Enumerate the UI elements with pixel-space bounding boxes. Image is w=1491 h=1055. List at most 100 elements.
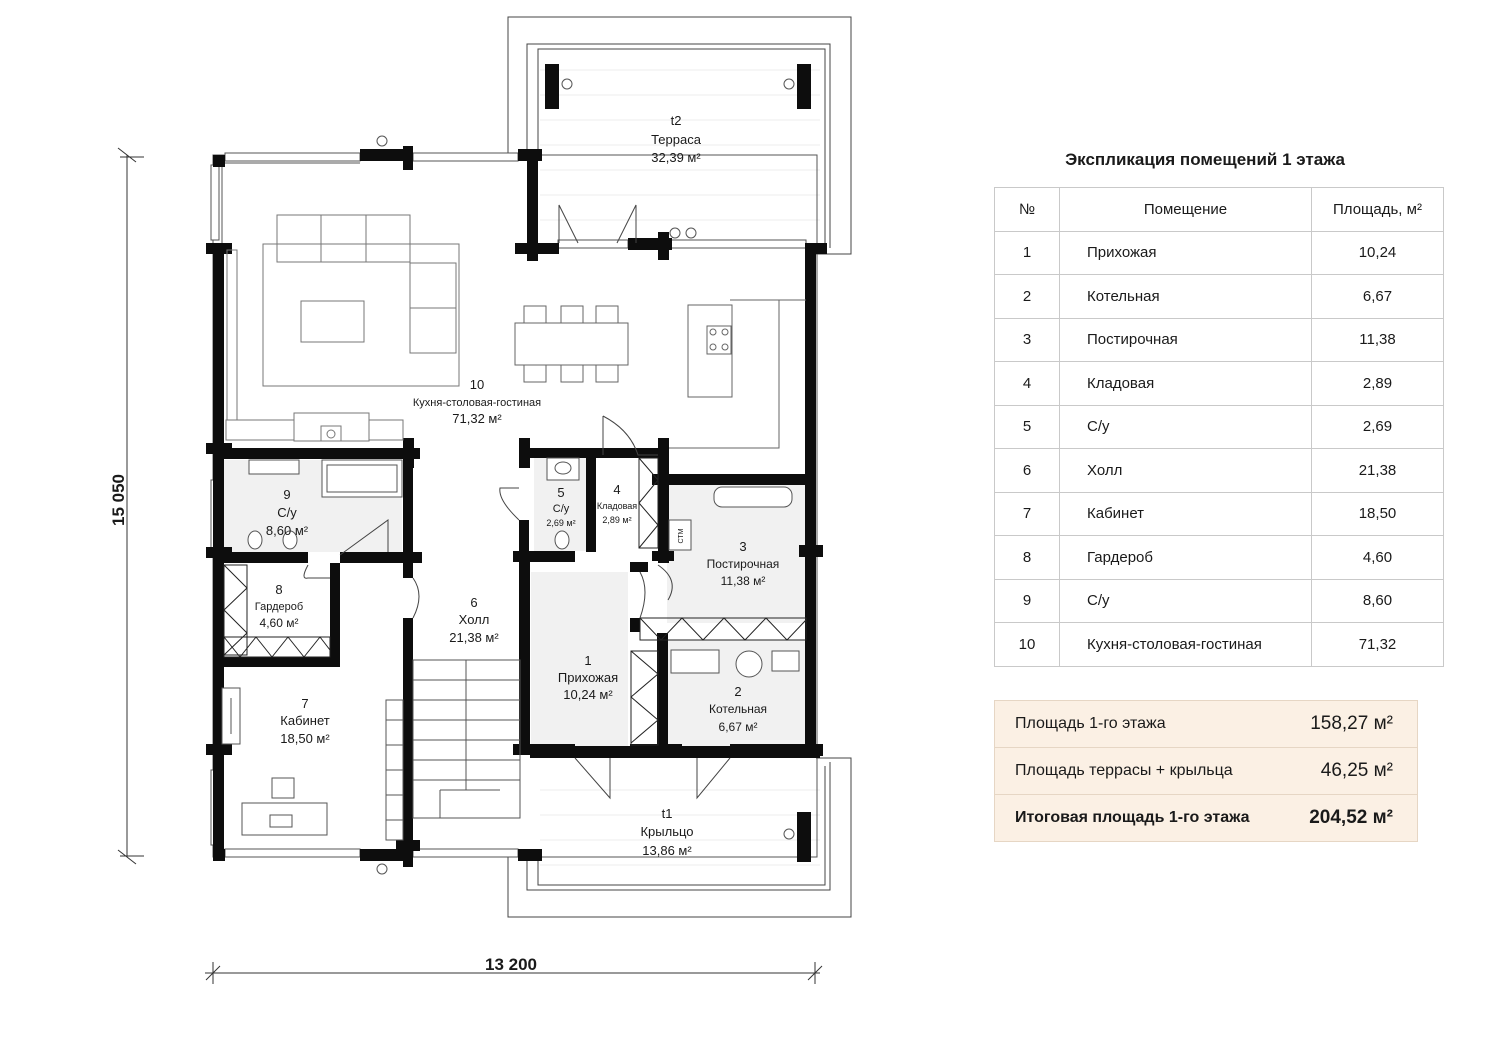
study-furniture (221, 687, 328, 836)
terrace-outline (507, 16, 852, 255)
dining-table (514, 305, 629, 383)
boiler-fixtures (670, 649, 800, 678)
svg-text:71,32 м²: 71,32 м² (452, 411, 502, 426)
total-terrace-porch-area: Площадь террасы + крыльца 46,25 м² (995, 748, 1417, 795)
room-area: 2,69 (1311, 404, 1444, 449)
bathroom-9-fixtures (247, 459, 403, 550)
svg-text:3: 3 (739, 539, 746, 554)
svg-text:6: 6 (470, 595, 477, 610)
room-area: 71,32 (1311, 622, 1444, 667)
stairs (385, 659, 521, 841)
doors (303, 204, 731, 800)
svg-text:2,69 м²: 2,69 м² (546, 518, 575, 528)
room-number: 4 (994, 361, 1060, 406)
outdoor-furniture (376, 64, 811, 875)
room-label-6: 6 Холл 21,38 м² (449, 595, 499, 645)
dimension-width-label: 13 200 (485, 955, 537, 974)
total-label: Площадь 1-го этажа (1015, 715, 1166, 732)
room-label-2: 2 Котельная 6,67 м² (709, 684, 767, 734)
room-area: 8,60 (1311, 578, 1444, 623)
living-furniture (225, 214, 460, 442)
explication-title: Экспликация помещений 1 этажа (1065, 150, 1345, 169)
svg-text:2: 2 (734, 684, 741, 699)
room-number: 1 (994, 230, 1060, 275)
room-name: С/у (1059, 404, 1312, 449)
header-number: № (994, 187, 1060, 232)
room-name: Постирочная (1059, 317, 1312, 362)
floor-plan: 13 200 15 050 t2 Терраса 32,39 м² 10 Кух… (109, 16, 852, 984)
room-name: Прихожая (1059, 230, 1312, 275)
svg-text:Кухня-столовая-гостиная: Кухня-столовая-гостиная (413, 397, 541, 409)
svg-text:Постирочная: Постирочная (707, 557, 780, 571)
svg-text:32,39 м²: 32,39 м² (651, 150, 701, 165)
room-label-7: 7 Кабинет 18,50 м² (280, 696, 330, 746)
room-name: Котельная (1059, 274, 1312, 319)
room-name: Кабинет (1059, 491, 1312, 536)
room-number: 10 (994, 622, 1060, 667)
room-number: 2 (994, 274, 1060, 319)
total-label: Итоговая площадь 1-го этажа (1015, 809, 1250, 826)
svg-text:Кладовая: Кладовая (597, 501, 637, 511)
svg-text:18,50 м²: 18,50 м² (280, 731, 330, 746)
svg-text:С/у: С/у (553, 503, 570, 515)
svg-text:21,38 м²: 21,38 м² (449, 630, 499, 645)
total-label: Площадь террасы + крыльца (1015, 762, 1233, 779)
room-label-t2: t2 Терраса 32,39 м² (651, 113, 702, 165)
room-label-t1: t1 Крыльцо 13,86 м² (640, 806, 693, 858)
room-area: 6,67 (1311, 274, 1444, 319)
total-value: 204,52 м² (1309, 807, 1393, 828)
room-number: 3 (994, 317, 1060, 362)
svg-text:6,67 м²: 6,67 м² (719, 720, 758, 734)
kitchen-counter (669, 299, 806, 449)
room-name: С/у (1059, 578, 1312, 623)
room-area: 2,89 (1311, 361, 1444, 406)
room-number: 8 (994, 535, 1060, 580)
svg-text:7: 7 (301, 696, 308, 711)
svg-text:1: 1 (584, 653, 591, 668)
room-label-5: 5 С/у 2,69 м² (546, 485, 575, 528)
svg-text:Кабинет: Кабинет (280, 713, 329, 728)
svg-text:Терраса: Терраса (651, 132, 702, 147)
laundry-fixtures (668, 486, 793, 551)
room-label-9: 9 С/у 8,60 м² (266, 487, 309, 538)
room-label-3: 3 Постирочная 11,38 м² (707, 539, 780, 588)
room-area: 11,38 (1311, 317, 1444, 362)
svg-text:Гардероб: Гардероб (255, 601, 303, 613)
svg-text:5: 5 (557, 485, 564, 500)
svg-text:4: 4 (613, 482, 620, 497)
svg-text:10,24 м²: 10,24 м² (563, 687, 613, 702)
room-name: Гардероб (1059, 535, 1312, 580)
svg-text:4,60 м²: 4,60 м² (260, 616, 299, 630)
room-label-8: 8 Гардероб 4,60 м² (255, 582, 303, 630)
total-floor-area: Площадь 1-го этажа 158,27 м² (995, 701, 1417, 748)
svg-text:8,60 м²: 8,60 м² (266, 523, 309, 538)
room-name: Кладовая (1059, 361, 1312, 406)
svg-text:13,86 м²: 13,86 м² (642, 843, 692, 858)
walls (206, 146, 827, 867)
svg-text:10: 10 (470, 377, 484, 392)
room-label-1: 1 Прихожая 10,24 м² (558, 653, 618, 702)
terrace-deck (540, 69, 820, 866)
svg-text:С/у: С/у (277, 505, 297, 520)
dimension-height-label: 15 050 (109, 474, 128, 526)
room-number: 6 (994, 448, 1060, 493)
header-room: Помещение (1059, 187, 1312, 232)
svg-text:11,38 м²: 11,38 м² (721, 574, 766, 588)
dimension-lines (117, 147, 823, 984)
room-number: 9 (994, 578, 1060, 623)
svg-text:Прихожая: Прихожая (558, 670, 618, 685)
total-value: 46,25 м² (1320, 760, 1393, 781)
room-label-4: 4 Кладовая 2,89 м² (597, 482, 637, 525)
room-name: Кухня-столовая-гостиная (1059, 622, 1312, 667)
bathroom-5-fixtures (546, 457, 580, 550)
